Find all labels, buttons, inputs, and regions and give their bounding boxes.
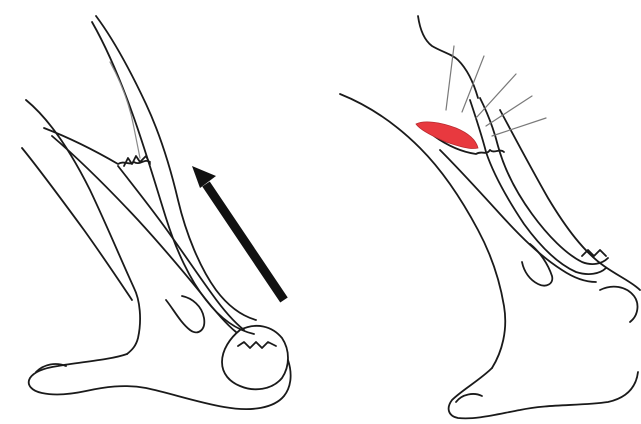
pain-ray-4	[486, 96, 532, 126]
right-tibia-inner	[470, 100, 606, 274]
right-heel-pad	[600, 287, 637, 322]
right-leg-upper-outline	[418, 16, 478, 98]
left-leg-back-outline	[26, 100, 140, 354]
left-shin-front-outline	[22, 148, 132, 300]
right-heel-sole-outline	[449, 368, 638, 418]
left-calcaneus-jagged	[238, 342, 276, 348]
right-forefoot-curve	[456, 394, 482, 402]
pain-ray-3	[476, 74, 516, 118]
right-ankle-bump	[522, 244, 552, 286]
left-tendon-lower	[52, 136, 236, 332]
pain-ray-2	[462, 56, 484, 112]
left-ankle-bump	[166, 296, 204, 332]
left-calcaneus-outline	[222, 326, 288, 389]
left-tendon-gray	[110, 62, 140, 158]
left-arrow-head	[192, 166, 216, 188]
right-panel	[340, 16, 640, 418]
left-tendon-lower-inner	[118, 166, 244, 330]
left-panel	[22, 16, 291, 409]
pain-ray-5	[492, 118, 546, 136]
right-leg-front-outline	[500, 110, 640, 290]
left-arrow	[192, 166, 284, 300]
right-pain-rays	[446, 46, 546, 136]
left-heel-sole-outline	[29, 354, 291, 409]
left-arrow-shaft	[206, 184, 284, 300]
